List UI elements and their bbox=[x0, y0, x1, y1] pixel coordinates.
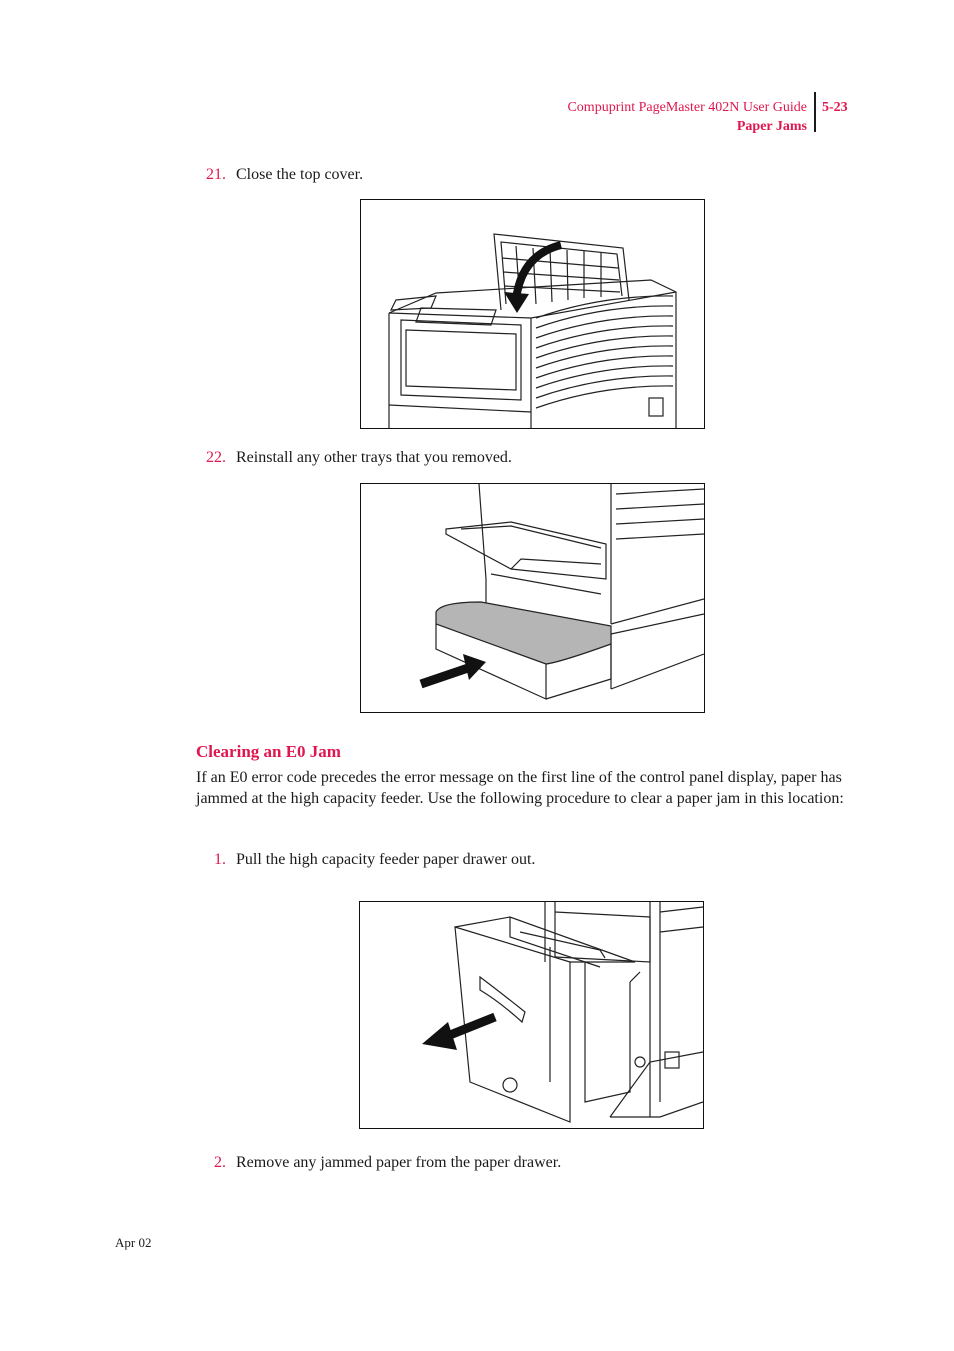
running-header-section: Paper Jams bbox=[736, 119, 807, 134]
step-text: Close the top cover. bbox=[236, 166, 364, 183]
figure-pull-feeder-drawer bbox=[359, 901, 704, 1129]
step-number: 21. bbox=[206, 166, 226, 183]
step-number: 2. bbox=[214, 1154, 226, 1171]
printer-top-cover-illustration bbox=[388, 233, 677, 428]
running-header-guide-title: Compuprint PageMaster 402N User Guide bbox=[567, 100, 807, 115]
header-divider bbox=[814, 92, 816, 132]
figure-reinstall-trays bbox=[360, 483, 705, 713]
page-number: 5-23 bbox=[822, 100, 848, 115]
footer-date: Apr 02 bbox=[115, 1235, 152, 1250]
section-paragraph: If an E0 error code precedes the error m… bbox=[196, 769, 844, 807]
step-text: Remove any jammed paper from the paper d… bbox=[236, 1154, 562, 1171]
step-number: 1. bbox=[214, 851, 226, 868]
step-text: Pull the high capacity feeder paper draw… bbox=[236, 851, 536, 868]
printer-tray-illustration bbox=[419, 484, 704, 700]
feeder-drawer-illustration bbox=[422, 902, 703, 1123]
figure-close-top-cover bbox=[360, 199, 705, 429]
step-number: 22. bbox=[206, 449, 226, 466]
section-title: Clearing an E0 Jam bbox=[196, 742, 341, 761]
step-text: Reinstall any other trays that you remov… bbox=[236, 449, 512, 466]
